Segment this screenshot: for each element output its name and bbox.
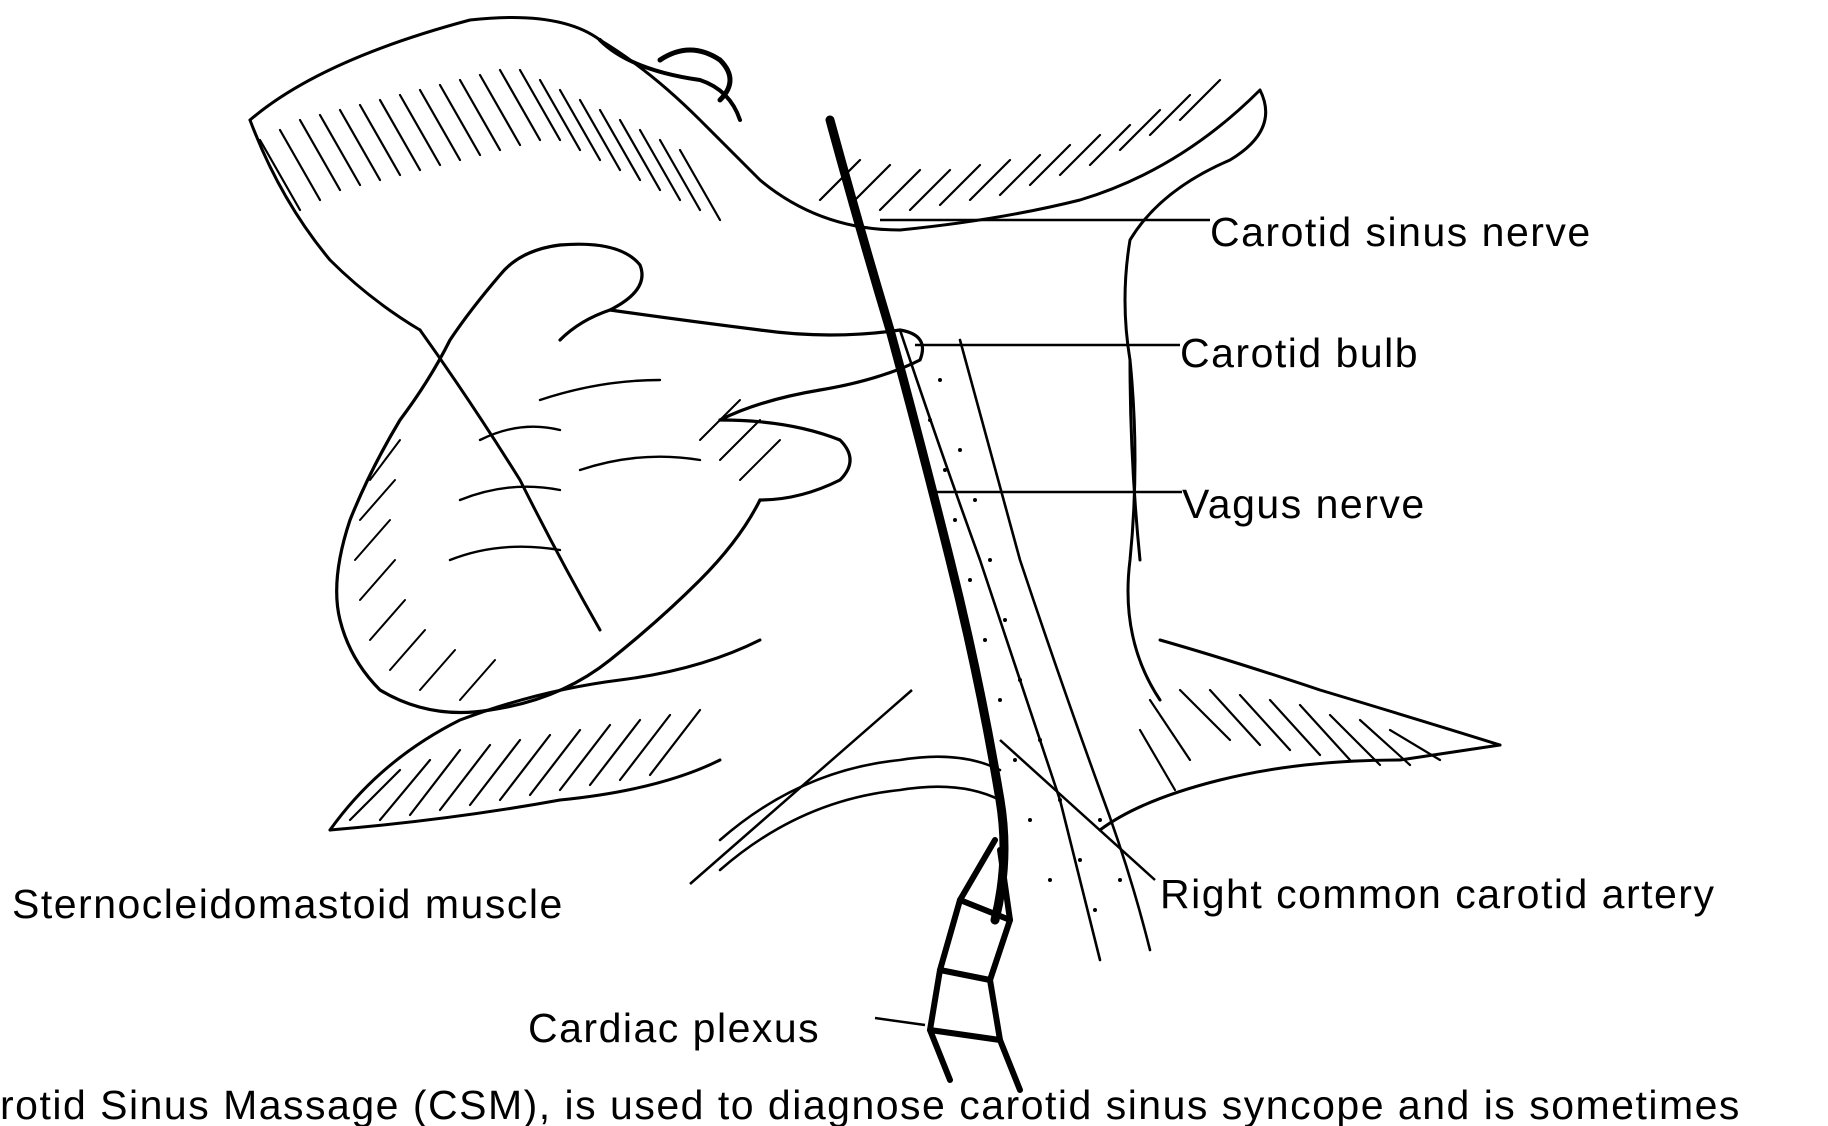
leader-sternocleidomastoid bbox=[690, 690, 912, 884]
neck-illustration bbox=[0, 0, 1828, 1102]
leader-cardiac-plexus bbox=[875, 1018, 925, 1025]
sternocleidomastoid bbox=[900, 330, 1150, 960]
label-vagus-nerve: Vagus nerve bbox=[1182, 484, 1426, 525]
hand bbox=[337, 244, 923, 712]
label-carotid-sinus-nerve: Carotid sinus nerve bbox=[1210, 212, 1592, 253]
shoulders bbox=[330, 640, 1500, 830]
label-carotid-bulb: Carotid bulb bbox=[1180, 333, 1419, 374]
jaw-hatching bbox=[260, 70, 1220, 220]
stipple bbox=[928, 378, 1122, 912]
shoulder-hatching bbox=[350, 690, 1440, 820]
clavicle bbox=[720, 757, 1000, 870]
plexus-lattice bbox=[930, 840, 1020, 1090]
anatomy-diagram: Carotid sinus nerve Carotid bulb Vagus n… bbox=[0, 0, 1828, 1102]
label-right-common-carotid-artery: Right common carotid artery bbox=[1160, 874, 1715, 915]
label-sternocleidomastoid-muscle: Sternocleidomastoid muscle bbox=[12, 884, 564, 925]
carotid-vessel bbox=[830, 120, 1004, 920]
label-cardiac-plexus: Cardiac plexus bbox=[528, 1008, 820, 1049]
caption-text: rotid Sinus Massage (CSM), is used to di… bbox=[0, 1085, 1828, 1126]
hand-shading bbox=[355, 400, 780, 700]
leader-lines bbox=[690, 220, 1210, 1025]
